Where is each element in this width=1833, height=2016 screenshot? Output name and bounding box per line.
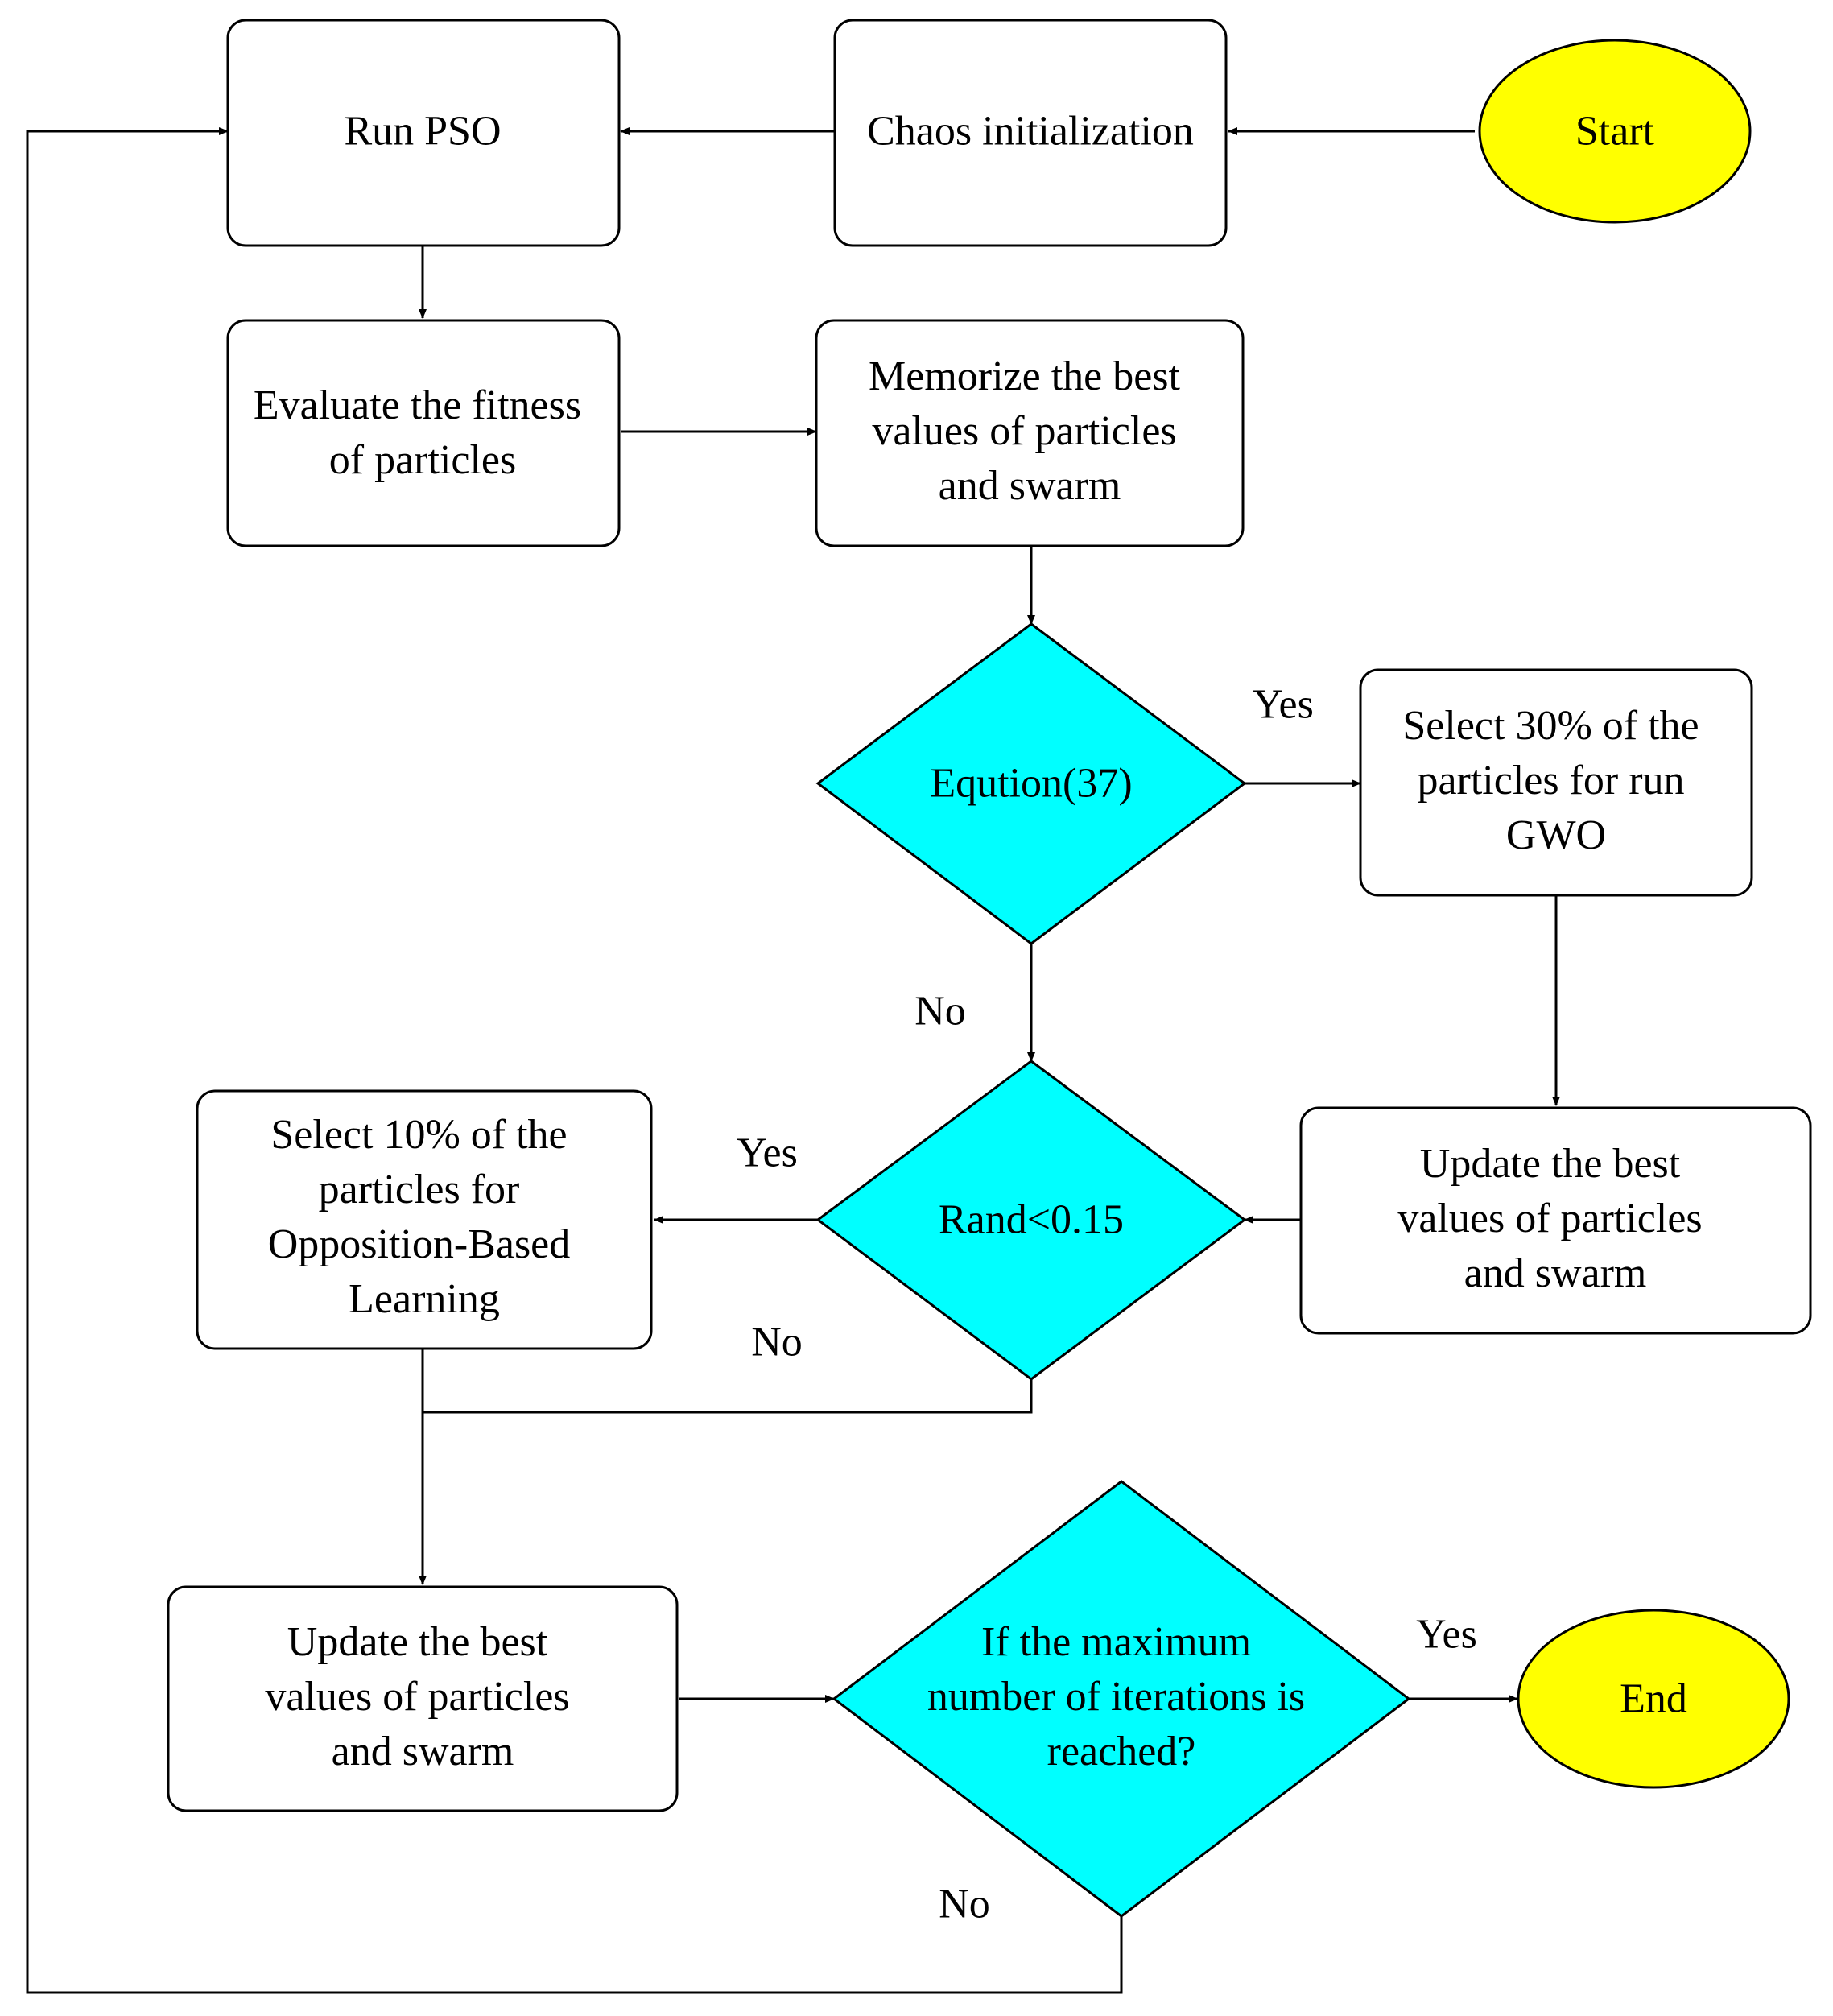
start-shape: [1478, 39, 1752, 224]
select-obl-line: Select 10% of the: [270, 1112, 567, 1158]
run-pso-label: Run PSO: [344, 109, 501, 155]
edge-rand-no: [423, 1379, 1033, 1414]
run-pso-process: Run PSO: [226, 19, 621, 247]
select-gwo-line: GWO: [1506, 812, 1606, 858]
rand-diamond: [815, 1060, 1247, 1381]
select-obl-line: Learning: [349, 1276, 500, 1322]
memorize-best-process: Memorize the best values of particles an…: [815, 319, 1245, 547]
update-best-left-line: and swarm: [332, 1729, 514, 1774]
rand-decision: Rand<0.15: [815, 1060, 1247, 1381]
start-label: Start: [1575, 109, 1655, 155]
max-no-label: No: [939, 1882, 990, 1927]
equation-yes-label: Yes: [1253, 682, 1314, 728]
max-yes-label: Yes: [1416, 1612, 1477, 1658]
select-obl-box: [196, 1089, 653, 1350]
update-best-right-line: and swarm: [1464, 1250, 1647, 1296]
rand-no-label: No: [751, 1320, 803, 1365]
run-pso-box: [226, 19, 621, 247]
update-best-left-process: Update the best values of particles and …: [167, 1585, 679, 1812]
max-iterations-label: If the maximum number of iterations is r…: [927, 1619, 1315, 1774]
update-best-right-process: Update the best values of particles and …: [1299, 1106, 1812, 1335]
select-obl-process: Select 10% of the particles for Oppositi…: [196, 1089, 653, 1350]
equation-diamond: [815, 622, 1247, 945]
end-terminal: End: [1517, 1609, 1790, 1789]
chaos-initialization-label: Chaos initialization: [867, 109, 1194, 155]
select-obl-label: Select 10% of the particles for Oppositi…: [268, 1112, 581, 1322]
select-gwo-box: [1359, 668, 1753, 897]
equation-no-label: No: [914, 989, 966, 1035]
rand-label: Rand<0.15: [939, 1197, 1124, 1243]
evaluate-fitness-box: [226, 319, 621, 547]
update-best-left-line: values of particles: [265, 1674, 569, 1720]
select-obl-line: particles for: [319, 1167, 520, 1212]
chaos-initialization-box: [833, 19, 1228, 247]
max-iterations-line: number of iterations is: [927, 1674, 1305, 1720]
max-iterations-line: If the maximum: [981, 1619, 1251, 1665]
max-iterations-decision: If the maximum number of iterations is r…: [832, 1480, 1411, 1918]
memorize-best-line: values of particles: [872, 408, 1176, 454]
select-obl-line: Opposition-Based: [268, 1221, 571, 1267]
select-gwo-process: Select 30% of the particles for run GWO: [1359, 668, 1753, 897]
chaos-initialization-process: Chaos initialization: [833, 19, 1228, 247]
select-gwo-line: particles for run: [1417, 758, 1684, 804]
edge-maxiter-no-loop: [26, 127, 1123, 1994]
update-best-right-label: Update the best values of particles and …: [1397, 1141, 1712, 1296]
evaluate-fitness-process: Evaluate the fitness of particles: [226, 319, 621, 547]
evaluate-fitness-line: of particles: [329, 437, 516, 483]
end-label: End: [1620, 1676, 1687, 1722]
end-shape: [1517, 1609, 1790, 1789]
update-best-right-line: Update the best: [1420, 1141, 1681, 1187]
update-best-left-label: Update the best values of particles and …: [265, 1619, 580, 1774]
max-iterations-diamond: [832, 1480, 1411, 1918]
memorize-best-box: [815, 319, 1245, 547]
update-best-left-line: Update the best: [287, 1619, 548, 1665]
evaluate-fitness-label: Evaluate the fitness of particles: [254, 382, 592, 483]
select-gwo-label: Select 30% of the particles for run GWO: [1402, 703, 1709, 858]
update-best-right-line: values of particles: [1397, 1196, 1702, 1241]
update-best-left-box: [167, 1585, 679, 1812]
memorize-best-line: Memorize the best: [869, 353, 1181, 399]
update-best-right-box: [1299, 1106, 1812, 1335]
select-gwo-line: Select 30% of the: [1402, 703, 1699, 749]
memorize-best-label: Memorize the best values of particles an…: [869, 353, 1191, 509]
evaluate-fitness-line: Evaluate the fitness: [254, 382, 581, 428]
equation-decision: Eqution(37): [815, 622, 1247, 945]
memorize-best-line: and swarm: [939, 463, 1121, 509]
start-terminal: Start: [1478, 39, 1752, 224]
max-iterations-line: reached?: [1047, 1729, 1196, 1774]
rand-yes-label: Yes: [737, 1130, 798, 1176]
equation-label: Eqution(37): [930, 761, 1132, 807]
